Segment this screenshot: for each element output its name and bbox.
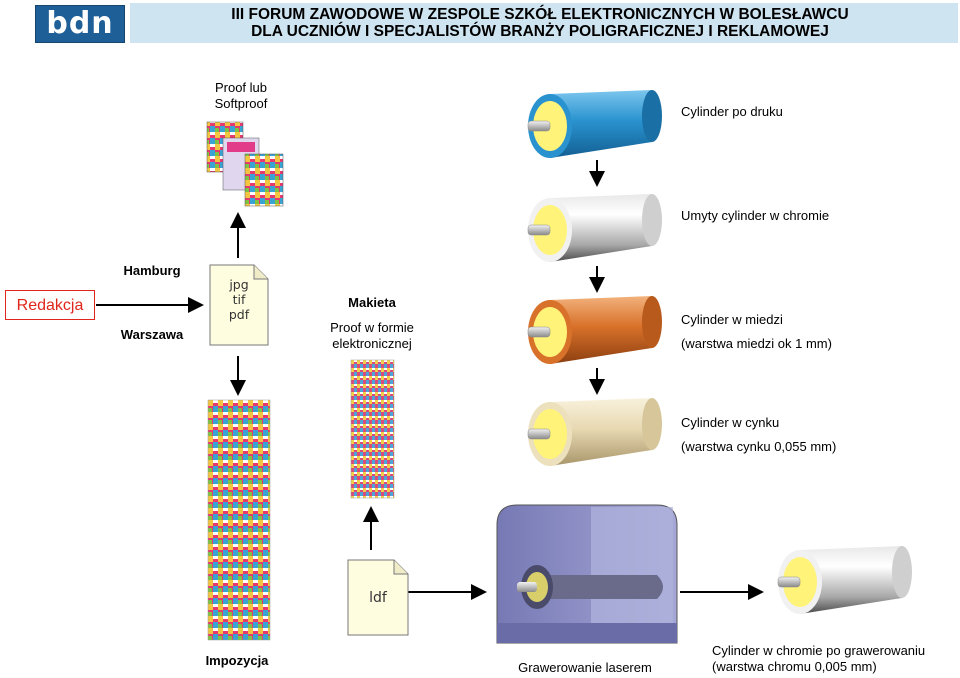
laser-engraving-machine bbox=[496, 504, 678, 644]
cylinder-final-label: Cylinder w chromie po grawerowaniu (wars… bbox=[712, 643, 960, 675]
final-line-1: Cylinder w chromie po grawerowaniu bbox=[712, 643, 926, 658]
title-line-1: III FORUM ZAWODOWE W ZESPOLE SZKÓŁ ELEKT… bbox=[231, 6, 849, 23]
magazine-proofs-image bbox=[206, 121, 284, 207]
copper-line-2: (warstwa miedzi ok 1 mm) bbox=[681, 336, 832, 351]
zinc-line-1: Cylinder w cynku bbox=[681, 415, 780, 430]
makieta-label: Makieta bbox=[348, 295, 396, 310]
cylinder-after-print bbox=[527, 90, 662, 158]
warszawa-label: Warszawa bbox=[120, 327, 184, 342]
file-type-jpg: jpg bbox=[229, 277, 249, 292]
cylinder-zinc-label: Cylinder w cynku (warstwa cynku 0,055 mm… bbox=[681, 415, 881, 455]
cylinder-final-chrome bbox=[777, 546, 912, 614]
cylinder-after-print-label: Cylinder po druku bbox=[681, 104, 783, 119]
header bbox=[0, 0, 960, 45]
page-title: III FORUM ZAWODOWE W ZESPOLE SZKÓŁ ELEKT… bbox=[140, 6, 940, 40]
proof-line-2: Softproof bbox=[214, 96, 268, 111]
cylinder-washed-chrome bbox=[527, 194, 662, 262]
cylinder-copper bbox=[527, 296, 662, 364]
ldf-document-icon bbox=[347, 559, 409, 636]
copper-line-1: Cylinder w miedzi bbox=[681, 312, 783, 327]
proof-line-1: Proof lub bbox=[214, 80, 268, 95]
proof-electronic-label: Proof w formie elektronicznej bbox=[316, 320, 428, 352]
grawerowanie-label: Grawerowanie laserem bbox=[518, 660, 652, 675]
zinc-line-2: (warstwa cynku 0,055 mm) bbox=[681, 439, 837, 454]
file-type-pdf: pdf bbox=[228, 307, 250, 322]
proof-form-line-1: Proof w formie bbox=[330, 320, 414, 335]
image-files-document-icon bbox=[209, 264, 269, 346]
hamburg-label: Hamburg bbox=[123, 263, 181, 278]
cylinder-washed-label: Umyty cylinder w chromie bbox=[681, 208, 830, 223]
ldf-label: ldf bbox=[369, 590, 387, 606]
cylinder-copper-label: Cylinder w miedzi (warstwa miedzi ok 1 m… bbox=[681, 312, 881, 352]
cylinder-zinc bbox=[527, 398, 662, 466]
impozycja-label: Impozycja bbox=[205, 653, 269, 668]
file-types-list: jpg tif pdf bbox=[210, 277, 268, 322]
bdn-logo: bdn bbox=[35, 5, 125, 43]
proof-softproof-label: Proof lub Softproof bbox=[198, 80, 284, 112]
imposed-sheet-image bbox=[207, 399, 271, 641]
makieta-proof-strip-image bbox=[350, 359, 395, 499]
title-line-2: DLA UCZNIÓW I SPECJALISTÓW BRANŻY POLIGR… bbox=[251, 23, 829, 40]
file-type-tif: tif bbox=[232, 292, 246, 307]
proof-form-line-2: elektronicznej bbox=[332, 336, 412, 351]
header-banner bbox=[130, 3, 958, 43]
final-line-2: (warstwa chromu 0,005 mm) bbox=[712, 659, 877, 674]
redakcja-box: Redakcja bbox=[5, 290, 95, 320]
